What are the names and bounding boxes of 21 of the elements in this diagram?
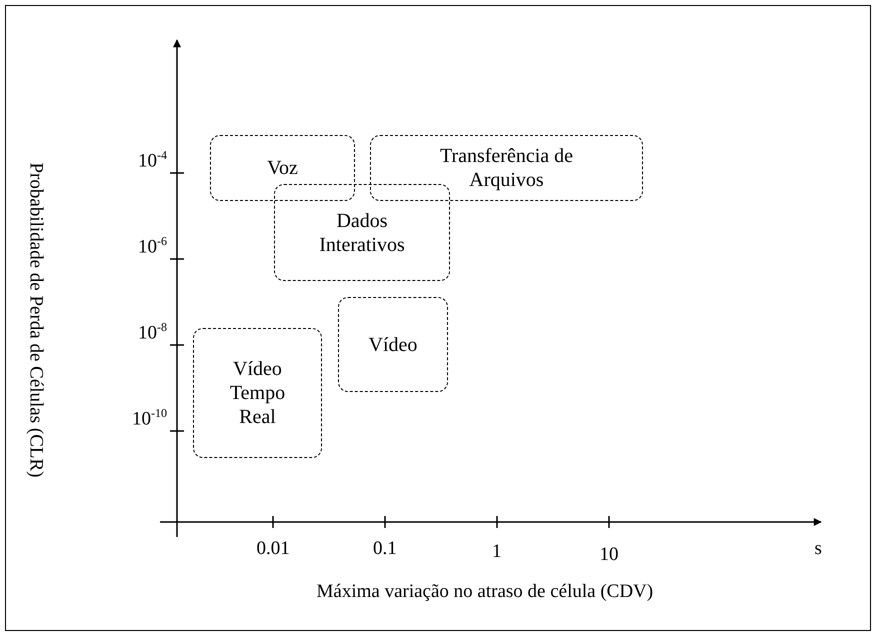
- tick-label: 10$^{-4}$: [138, 148, 167, 172]
- category-region: [370, 135, 643, 201]
- region-label: Vídeo: [368, 332, 418, 356]
- unit-label: s: [814, 538, 822, 560]
- category-region: [210, 135, 355, 201]
- tick-label: 10$^{-8}$: [138, 320, 167, 344]
- category-region: [274, 184, 450, 281]
- tick-label: 10: [600, 544, 618, 566]
- category-region: [338, 297, 448, 392]
- region-label: Dados Interativos: [318, 208, 406, 256]
- tick-label: 10$^{-10}$: [132, 406, 167, 430]
- y-axis-title: Probabilidade de Perda de Células (CLR): [24, 162, 46, 478]
- category-region: [193, 328, 322, 458]
- x-axis-title: Máxima variação no atraso de célula (CDV): [316, 581, 654, 603]
- region-label: Transferência de Arquivos: [438, 144, 574, 192]
- region-label: Voz: [267, 156, 298, 180]
- region-label: Vídeo Tempo Real: [228, 357, 286, 429]
- tick-label: 0.01: [256, 538, 290, 560]
- tick-label: 10$^{-6}$: [138, 234, 167, 258]
- tick-label: 1: [492, 541, 502, 563]
- tick-label: 0.1: [373, 538, 397, 560]
